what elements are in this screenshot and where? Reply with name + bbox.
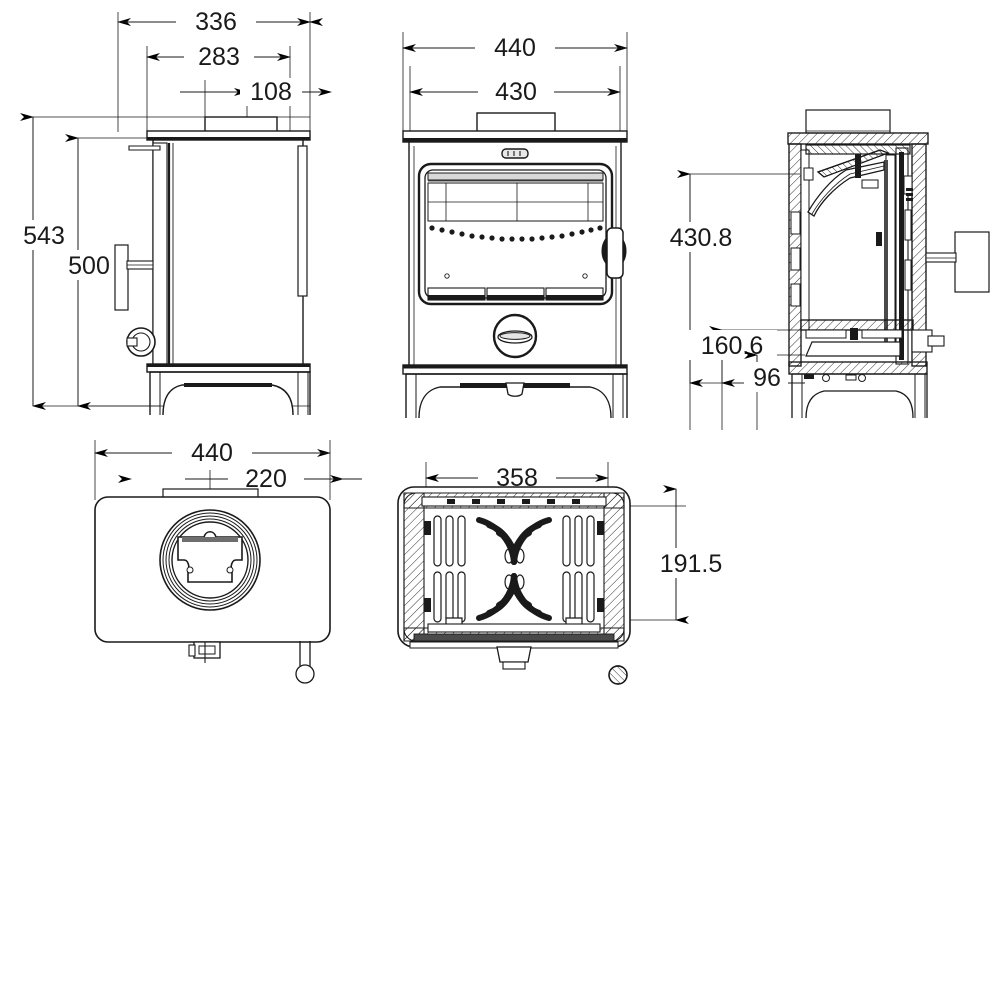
bracket-upper-right (861, 179, 879, 189)
grate-view-geometry (397, 486, 631, 685)
door-glass-section (884, 160, 888, 345)
dimension-label-160-6: 160.6 (701, 332, 764, 360)
door-handle-front (606, 227, 624, 279)
front-rail-grate (427, 623, 601, 633)
plan-view-geometry (94, 488, 331, 684)
ash-pan-section (805, 341, 901, 357)
dimension-label-283: 283 (198, 43, 240, 71)
air-tube-section (855, 154, 861, 178)
right-wall-hatch-grate (604, 493, 624, 641)
door-edge-side (152, 142, 168, 366)
dimension-label-440-front: 440 (494, 34, 536, 62)
dimension-220: 220 (118, 465, 362, 493)
ashpan-handle-front (505, 382, 525, 397)
bracket-upper-left (803, 167, 814, 181)
door-handle-side (114, 244, 129, 311)
front-view: 440 430 (402, 32, 628, 419)
dimension-label-543: 543 (23, 222, 65, 250)
dimension-96: 96 (744, 351, 788, 392)
front-view-geometry (402, 112, 628, 419)
dimension-label-191-5: 191.5 (660, 550, 723, 578)
door-top-band (427, 172, 604, 181)
dimension-label-96: 96 (753, 364, 781, 392)
rear-air-bar-grate (421, 496, 607, 507)
dimension-440-front: 440 (402, 34, 628, 62)
grate-lugs (424, 521, 604, 612)
dimension-label-220: 220 (245, 465, 287, 493)
dimension-108: 108 (180, 78, 332, 106)
leg-arch-section (805, 390, 914, 419)
dimension-440-plan: 440 (94, 439, 331, 467)
dimension-430-8: 430.8 (655, 170, 747, 387)
airwash-hole-row (429, 225, 603, 242)
dimension-283: 283 (146, 43, 291, 71)
door-handle-section (954, 231, 990, 293)
dimension-336: 336 (117, 8, 323, 36)
air-slider-front (501, 148, 529, 159)
stove-body-side (152, 139, 304, 366)
dimension-label-500: 500 (68, 252, 110, 280)
rear-rail-side (297, 145, 308, 297)
bottom-plate-section (788, 361, 928, 375)
flue-spigot-section (805, 109, 891, 134)
section-view: 430.8 160.6 96 (655, 109, 990, 430)
control-rod-knob-plan (295, 664, 315, 684)
grate-slots-right (562, 515, 595, 623)
grate-view: 358 191.5 (397, 462, 737, 685)
air-lever-top-side (128, 145, 161, 151)
dimension-500: 500 (55, 134, 110, 410)
grate-arcs-upper-right (510, 517, 552, 565)
ashpan-handle-grate (496, 646, 532, 663)
dimension-label-430-8: 430.8 (670, 224, 733, 252)
side-view-geometry (114, 116, 311, 416)
plan-view: 440 220 (94, 439, 362, 684)
dimension-label-336: 336 (195, 8, 237, 36)
front-seal-grate (413, 633, 615, 642)
grate-arcs-lower-right (510, 573, 552, 621)
dimension-label-430: 430 (495, 78, 537, 106)
dimension-430: 430 (409, 78, 621, 106)
top-baffle-shelf (805, 144, 911, 155)
dimension-543: 543 (8, 113, 65, 410)
leg-arch-side (162, 384, 294, 416)
flue-aperture-plan (177, 530, 243, 583)
left-wall-hatch-grate (404, 493, 424, 641)
dimension-191-5: 191.5 (645, 485, 737, 624)
section-view-geometry (787, 109, 990, 419)
dimension-label-440-plan: 440 (191, 439, 233, 467)
top-plate-section (787, 132, 929, 145)
side-view: 336 283 108 543 (8, 8, 332, 416)
grate-slots-left (433, 515, 466, 623)
dimension-label-108: 108 (250, 78, 292, 106)
